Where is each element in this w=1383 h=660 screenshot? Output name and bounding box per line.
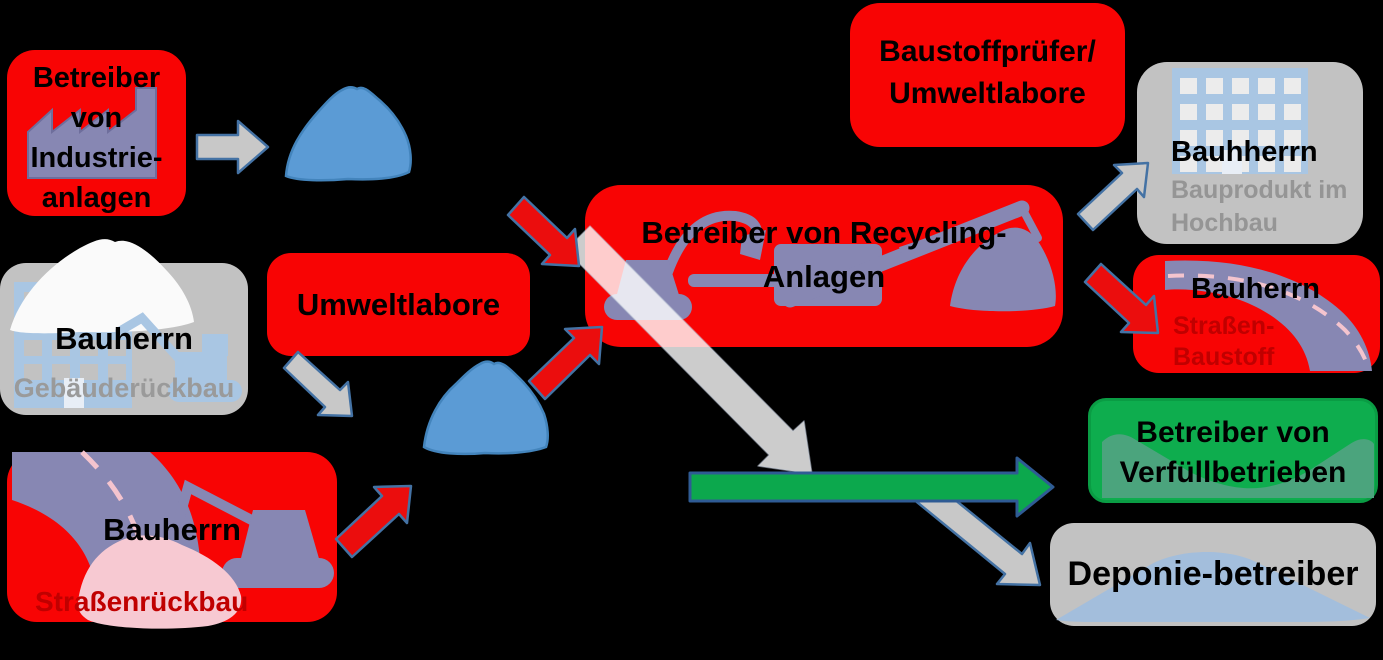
conveyor-crusher-icon: [688, 200, 1042, 308]
node-title: Bauherrn: [1191, 273, 1320, 305]
label-line: Betreiber von: [1136, 416, 1330, 449]
label-line: von: [70, 102, 123, 134]
material-pile-2-icon: [422, 360, 549, 456]
node-subtitle: Straßenrückbau: [35, 586, 249, 617]
road-curve-icon: [1165, 260, 1372, 372]
arrow-into-recycling-top: [506, 195, 581, 268]
node-umweltlabore: Umweltlabore: [267, 253, 530, 356]
arrow-to-hochbau: [1076, 161, 1150, 232]
node-label: Betreiber von Industrie- anlagen: [7, 58, 186, 218]
label-line: anlagen: [41, 182, 152, 214]
excavator-light-icon: [115, 312, 242, 402]
highrise-building-icon: [1172, 68, 1308, 174]
node-title: Bauhherrn: [1171, 136, 1318, 168]
arrow-recycling-diagonal: [565, 225, 813, 475]
node-label: Betreiber von Recycling- Anlagen: [585, 211, 1063, 299]
node-title: Bauherrn: [55, 321, 193, 356]
node-label: Baustoffprüfer/ Umweltlabore: [850, 31, 1125, 115]
arrow-to-verfuell: [688, 456, 1055, 518]
node-subtitle: Gebäuderückbau: [13, 373, 235, 403]
subtitle-line: Baustoff: [1173, 343, 1275, 371]
arrow-into-recycling-bottom: [527, 325, 604, 401]
label-line: Betreiber: [32, 62, 161, 94]
node-betreiber-verfuellbetriebe: Betreiber von Verfüllbetrieben: [1088, 398, 1378, 503]
backfill-valley-icon: [1102, 434, 1374, 498]
node-title: Deponie-betreiber: [1067, 555, 1359, 593]
node-deponie-betreiber: Deponie-betreiber: [1050, 523, 1376, 626]
node-label: Betreiber von Verfüllbetrieben: [1091, 413, 1375, 493]
node-betreiber-industrieanlagen: Betreiber von Industrie- anlagen: [7, 50, 186, 216]
label-line: Betreiber von Recycling-: [641, 215, 1007, 250]
node-subtitle: Straßen- Baustoff: [1173, 311, 1274, 373]
excavator-icon: [159, 479, 334, 588]
subtitle-line: Straßen-: [1173, 312, 1275, 340]
landfill-mound-icon: [1056, 551, 1370, 622]
arrow-industrie-to-pile: [195, 119, 270, 175]
rubble-pile-pink-icon: [77, 535, 242, 629]
arrow-gebaeude-to-pile: [282, 350, 354, 418]
node-baustoffpruefer-umweltlabore: Baustoffprüfer/ Umweltlabore: [850, 3, 1125, 147]
label-line: Verfüllbetrieben: [1119, 456, 1347, 489]
rubble-pile-white-icon: [10, 239, 194, 334]
label-line: Baustoffprüfer/: [879, 35, 1096, 68]
factory-icon: [27, 87, 157, 179]
arrow-to-strassenbaustoff: [1083, 262, 1160, 335]
node-subtitle: Bauprodukt im Hochbau: [1171, 174, 1347, 240]
label-line: Anlagen: [762, 259, 886, 294]
node-title: Umweltlabore: [296, 287, 501, 322]
material-pile-icon: [284, 85, 412, 182]
subtitle-line: Bauprodukt im: [1171, 176, 1348, 204]
label-line: Industrie-: [30, 142, 163, 174]
arrow-strassenrueckbau-up: [334, 484, 413, 559]
label-line: Umweltlabore: [889, 77, 1086, 110]
subtitle-line: Hochbau: [1171, 209, 1278, 237]
recycling-pile-icon: [950, 227, 1056, 312]
node-title: Bauherrn: [103, 512, 241, 547]
